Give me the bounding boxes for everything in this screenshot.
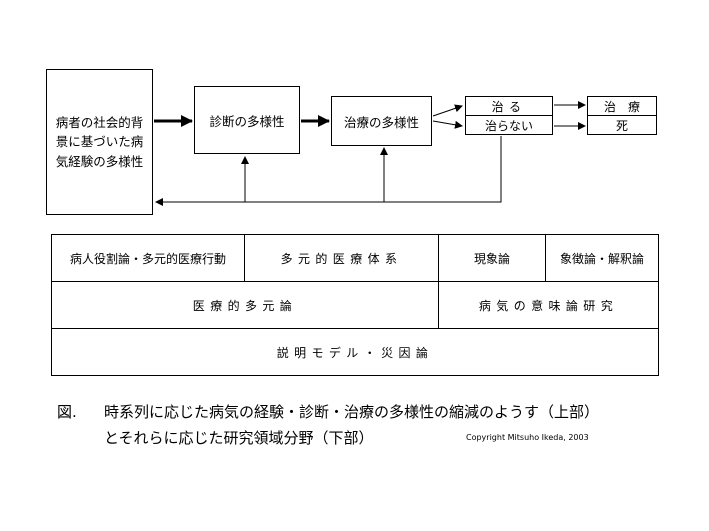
outcome-cured: 治る [466,97,552,116]
field-symbolism-label: 象徴論・解釈論 [559,251,644,266]
field-illness-meaning: 病気の意味論研究 [439,282,658,329]
result-treatment-label: 治 療 [603,99,640,114]
field-medical-pluralism: 医療的多元論 [52,282,439,329]
result-treatment: 治 療 [588,97,656,116]
outcome-not-cured: 治らない [466,116,552,134]
field-sick-role: 病人役割論・多元的医療行動 [52,235,245,282]
field-phenomenology-label: 現象論 [473,251,510,266]
diagnosis-diversity-label: 診断の多様性 [209,113,285,129]
result-box: 治 療 死 [587,96,657,135]
field-medical-pluralism-label: 医療的多元論 [192,298,298,313]
outcome-box: 治る 治らない [465,96,553,135]
copyright-text: Copyright Mitsuho Ikeda, 2003 [466,433,589,442]
field-explanatory-model: 説明モデル・災因論 [52,329,658,375]
branch-arrow-cured [432,104,463,117]
field-sick-role-label: 病人役割論・多元的医療行動 [69,251,226,266]
research-fields-table: 病人役割論・多元的医療行動 多元的医療体系 現象論 象徴論・解釈論 医療的多元論… [51,234,659,376]
field-plural-medical-system-label: 多元的医療体系 [280,251,403,266]
field-explanatory-model-label: 説明モデル・災因論 [276,345,434,360]
illness-experience-line-2: 景に基づいた病 [55,134,144,150]
illness-experience-line-3: 気経験の多様性 [55,153,144,169]
diagnosis-diversity-box: 診断の多様性 [194,86,300,154]
treatment-diversity-label: 治療の多様性 [343,114,419,130]
outcome-not-cured-label: 治らない [484,118,533,133]
treatment-diversity-box: 治療の多様性 [331,96,432,146]
caption-line-1: 時系列に応じた病気の経験・診断・治療の多様性の縮減のようす（上部） [104,403,600,421]
branch-arrow-not-cured [432,120,463,129]
result-death: 死 [588,116,656,134]
field-phenomenology: 現象論 [439,235,546,282]
feedback-line [155,136,502,206]
caption-line-2: とそれらに応じた研究領域分野（下部） [104,429,374,447]
field-plural-medical-system: 多元的医療体系 [245,235,439,282]
illness-experience-box: 病者の社会的背 景に基づいた病 気経験の多様性 [46,69,153,215]
field-symbolism: 象徴論・解釈論 [546,235,658,282]
illness-experience-line-1: 病者の社会的背 [55,114,144,130]
figure-label: 図. [57,403,77,421]
outcome-cured-label: 治る [491,99,527,114]
result-death-label: 死 [615,118,628,133]
field-illness-meaning-label: 病気の意味論研究 [478,298,619,313]
